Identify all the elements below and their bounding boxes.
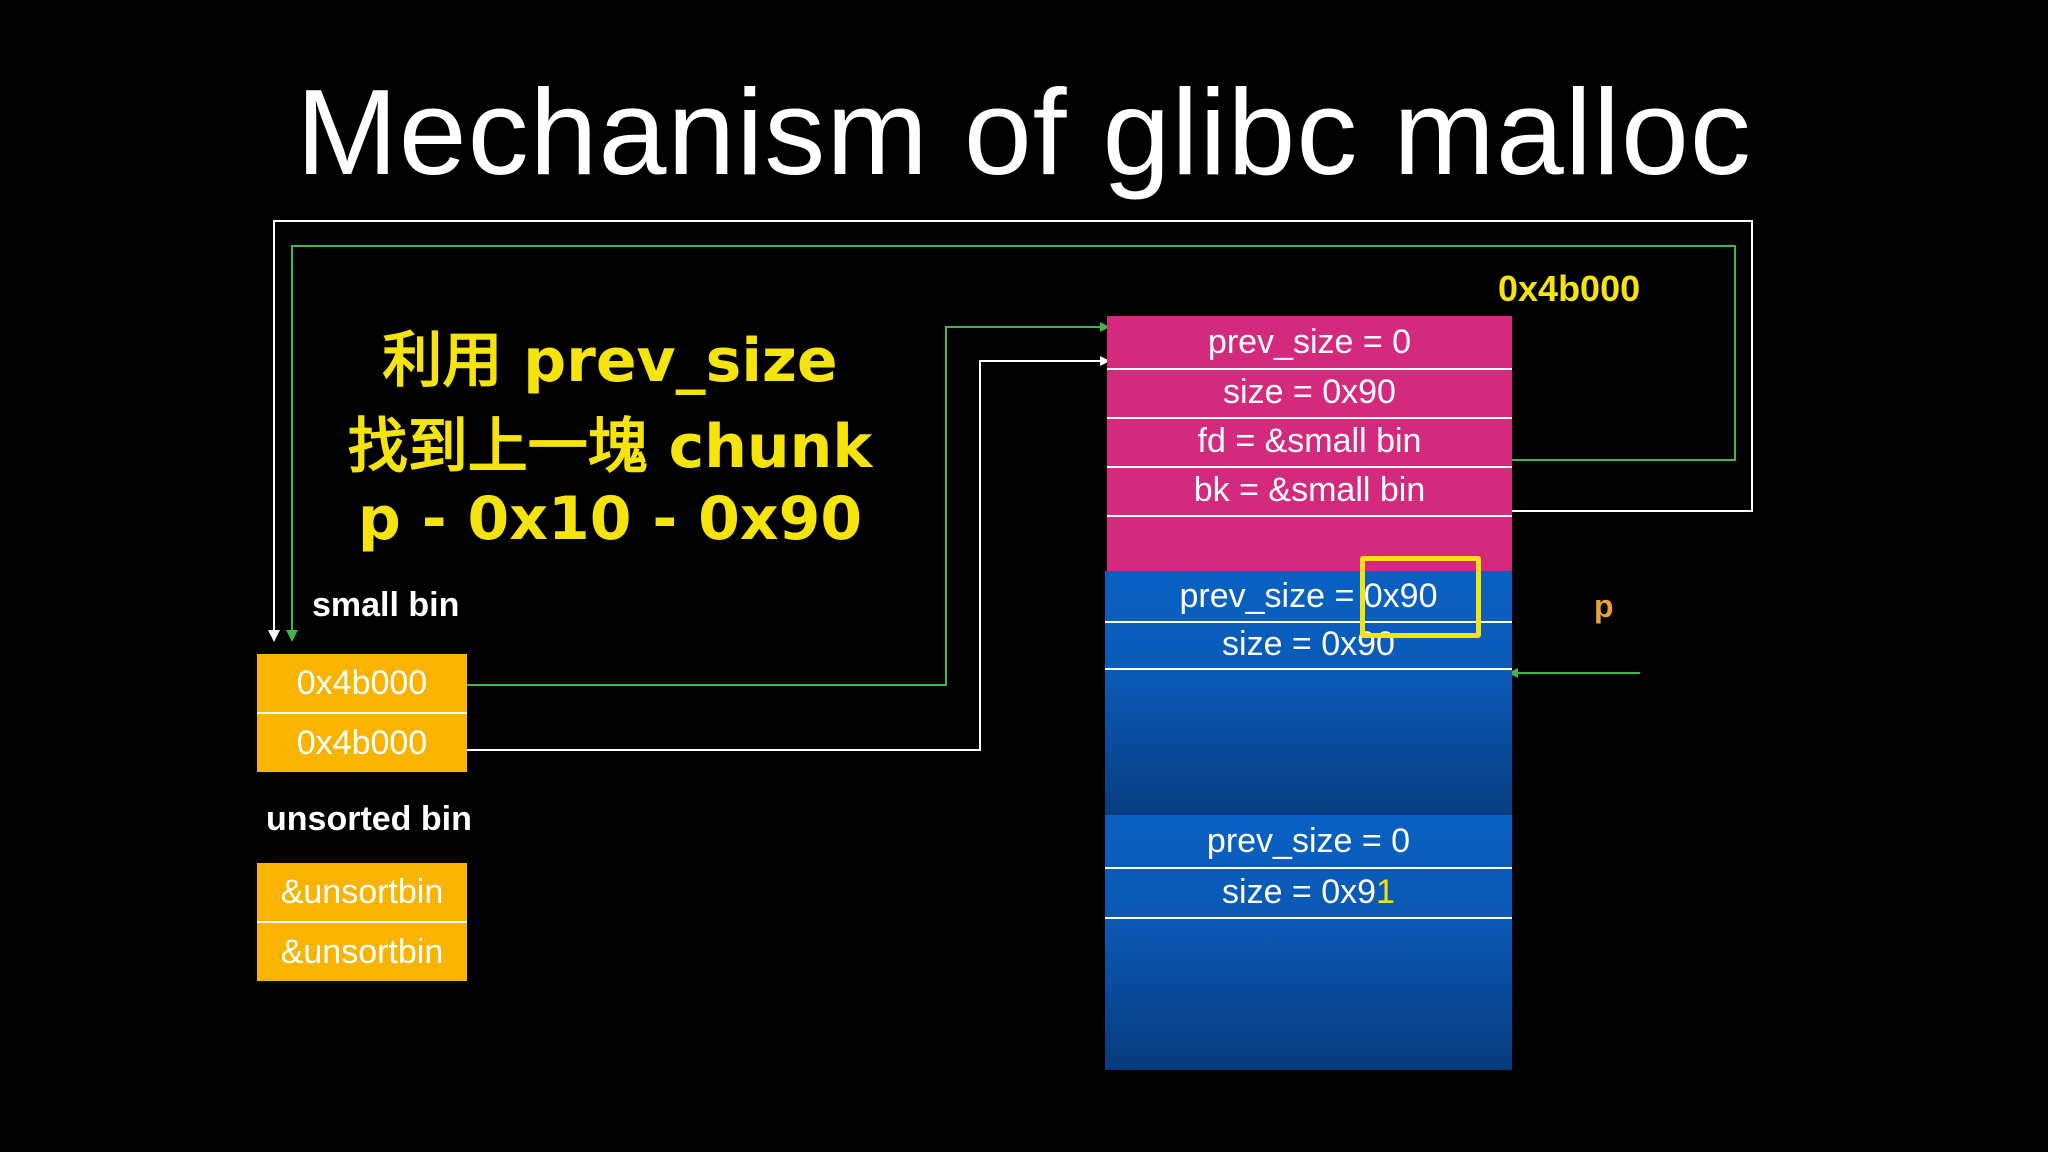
small-bin-bk-cell: 0x4b000 — [257, 712, 467, 772]
current-chunk-prev-size: prev_size = 0x90 — [1105, 571, 1512, 623]
bk-link-arrowhead — [268, 630, 280, 642]
free-chunk-prev-size: prev_size = 0 — [1107, 316, 1512, 370]
unsorted-bin-label: unsorted bin — [266, 800, 472, 838]
current-chunk-prev-size-value: 0x90 — [1363, 576, 1438, 615]
small-bin-bk-line — [467, 360, 1105, 751]
free-chunk-size: size = 0x90 — [1107, 368, 1512, 419]
free-chunk-fd: fd = &small bin — [1107, 417, 1512, 468]
pointer-p-label: p — [1594, 588, 1614, 624]
small-bin-fd-line — [467, 326, 1105, 686]
slide-title: Mechanism of glibc malloc — [296, 64, 1752, 200]
note-line-1: 利用 prev_size — [382, 326, 838, 396]
note-line-2: 找到上一塊 chunk — [347, 412, 873, 482]
small-bin-bk-arrowhead — [1100, 356, 1110, 366]
free-chunk-bk: bk = &small bin — [1107, 466, 1512, 517]
next-chunk-size-prefix: size = 0x9 — [1222, 872, 1377, 911]
small-bin-label: small bin — [312, 586, 460, 624]
fd-link-line — [291, 245, 1736, 635]
chunk-address-label: 0x4b000 — [1498, 268, 1641, 309]
next-chunk-size-prev-inuse-bit: 1 — [1376, 872, 1395, 911]
unsorted-bin-fd-cell: &unsortbin — [257, 863, 467, 921]
small-bin-fd-cell: 0x4b000 — [257, 654, 467, 712]
current-chunk-size: size = 0x90 — [1105, 621, 1512, 670]
p-pointer-arrowhead — [1508, 668, 1518, 678]
fd-link-arrowhead — [286, 630, 298, 642]
prev-size-highlight-box — [1360, 556, 1481, 638]
current-chunk: prev_size = 0x90 size = 0x90 — [1105, 571, 1512, 815]
note-line-3: p - 0x10 - 0x90 — [357, 484, 863, 554]
small-bin-fd-arrowhead — [1100, 322, 1110, 332]
bk-link-line — [273, 220, 1753, 635]
free-chunk: prev_size = 0 size = 0x90 fd = &small bi… — [1107, 316, 1512, 571]
unsorted-bin-bk-cell: &unsortbin — [257, 921, 467, 981]
current-chunk-prev-size-prefix: prev_size = — [1179, 576, 1364, 615]
next-chunk-prev-size: prev_size = 0 — [1105, 815, 1512, 869]
